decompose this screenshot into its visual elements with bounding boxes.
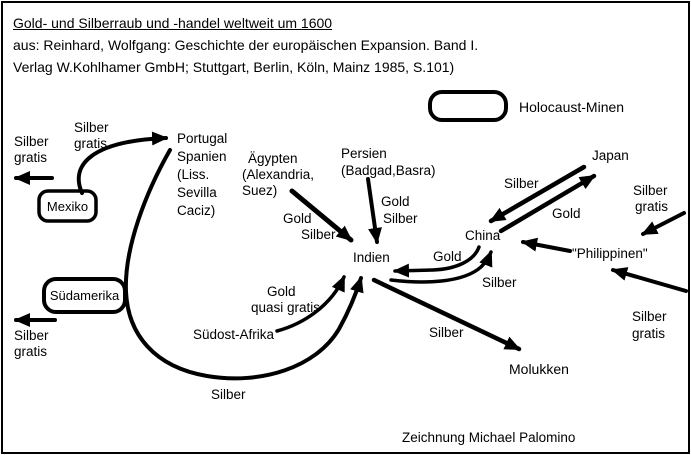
node-line: Suez) [242, 183, 278, 198]
flow-label-line: gratis [14, 150, 48, 165]
node-persien: Persien (Badgad,Basra) [341, 145, 436, 179]
flow-label-aegypten-to-indien: Gold Silber [283, 211, 336, 243]
arrow-silber-gratis-south-to-philippinen [611, 267, 688, 293]
node-line: (Badgad,Basra) [341, 163, 436, 178]
source-line-1: aus: Reinhard, Wolfgang: Geschichte der … [13, 37, 479, 53]
node-line: Portugal [177, 131, 228, 146]
arrow-japan-to-china-silber [488, 164, 587, 224]
node-line: (Alexandria, [242, 167, 315, 182]
mexiko-box [37, 189, 98, 223]
arrow-suedost-afrika-to-indien [275, 275, 346, 333]
flow-label-silber-gratis-south: Silber gratis [632, 308, 667, 342]
node-line: Caciz) [177, 203, 216, 218]
flow-label-line: Silber [301, 227, 336, 242]
flow-label-line: Silber [632, 309, 667, 324]
flow-label-line: Silber [14, 328, 49, 343]
arrow-portugal-to-indien [123, 148, 364, 381]
arrow-indien-to-molukken-silber [371, 277, 522, 352]
flow-label-line: Silber [383, 211, 418, 226]
node-line: Persien [341, 146, 387, 161]
flow-label-mexiko-export: Silber gratis [14, 134, 49, 166]
flow-label-line: Gold [283, 211, 312, 226]
legend-label-holocaust-minen: Holocaust-Minen [519, 99, 625, 115]
arrow-indien-to-china-silber [389, 250, 493, 284]
node-indien: Indien [353, 250, 390, 265]
flow-label-silber-gratis-north: Silber gratis [633, 183, 668, 215]
arrow-china-to-indien-gold [393, 245, 481, 278]
flow-label-suedost-afrika-to-indien: Gold quasi gratis [251, 284, 320, 316]
node-japan: Japan [592, 148, 629, 163]
node-line: Spanien [177, 149, 227, 164]
flow-label-line: quasi gratis [251, 300, 321, 315]
flow-label-indien-to-china-silber: Silber [482, 275, 517, 290]
flow-label-china-to-indien-gold: Gold [433, 249, 462, 264]
node-line: Sevilla [177, 185, 217, 200]
flow-label-persien-to-indien: Gold Silber [381, 193, 418, 227]
arrow-mexiko-to-portugal [76, 131, 168, 195]
flow-label-line: Gold [267, 284, 296, 299]
node-line: Ägypten [248, 151, 298, 166]
flow-label-line: Silber [633, 183, 668, 198]
arrow-philippinen-to-china [521, 237, 572, 253]
flow-label-mexiko-to-portugal: Silber gratis [74, 120, 109, 152]
flow-label-line: gratis [74, 136, 108, 151]
flow-label-japan-to-china-silber: Silber [504, 176, 539, 191]
node-suedamerika: Südamerika [49, 288, 120, 303]
credit-line: Zeichnung Michael Palomino [402, 430, 576, 445]
source-line-2: Verlag W.Kohlhamer GmbH; Stuttgart, Berl… [13, 59, 455, 75]
flow-label-indien-to-molukken-silber: Silber [429, 325, 464, 340]
node-line: (Liss. [177, 167, 210, 182]
flow-label-line: Silber [14, 134, 49, 149]
arrow-silber-gratis-north-to-philippinen [641, 211, 686, 236]
node-molukken: Molukken [509, 361, 569, 377]
flow-label-line: gratis [14, 344, 48, 359]
holocaust-mine-symbol [428, 90, 508, 122]
flow-label-line: Gold [381, 194, 410, 209]
flow-label-line: gratis [632, 326, 666, 341]
flow-label-china-to-japan-gold: Gold [552, 206, 581, 221]
node-philippinen: "Philippinen" [572, 246, 648, 261]
arrow-aegypten-to-indien [289, 188, 354, 243]
diagram-title: Gold- und Silberraub und -handel weltwei… [13, 15, 333, 31]
node-china: China [465, 228, 501, 243]
suedamerika-box [42, 277, 127, 314]
node-portugal-spanien: Portugal Spanien (Liss. Sevilla Caciz) [177, 130, 227, 220]
node-suedost-afrika: Südost-Afrika [193, 327, 275, 342]
flow-label-portugal-to-indien-silber: Silber [211, 387, 246, 402]
node-mexiko: Mexiko [46, 198, 89, 214]
node-aegypten: Ägypten (Alexandria, Suez) [242, 151, 314, 199]
flow-label-line: Silber [74, 120, 109, 135]
flow-label-line: gratis [635, 199, 669, 214]
flow-label-suedamerika-export: Silber gratis [14, 328, 49, 360]
arrow-persien-to-indien [366, 177, 382, 244]
arrow-china-to-japan-gold [498, 173, 597, 234]
